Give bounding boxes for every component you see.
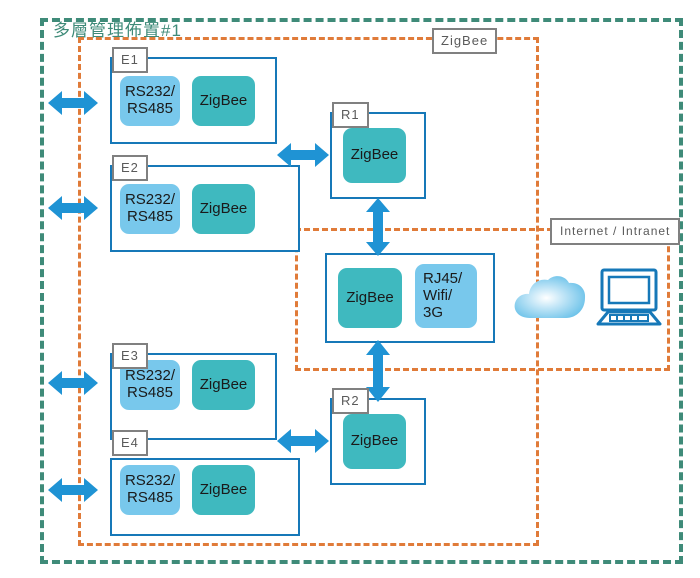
endpoint-e3-serial-module[interactable]: RS232/ RS485 (120, 360, 180, 410)
endpoint-e3-zigbee-module[interactable]: ZigBee (192, 360, 255, 410)
router-label-r1: R1 (332, 102, 369, 128)
endpoint-e2-serial-module[interactable]: RS232/ RS485 (120, 184, 180, 234)
endpoint-label-e4: E4 (112, 430, 148, 456)
gateway-zigbee-module[interactable]: ZigBee (338, 268, 402, 328)
module-line: ZigBee (350, 432, 399, 450)
connection-arrow-e3-r2 (277, 426, 329, 461)
internet-zone-boundary (295, 228, 670, 371)
zigbee-zone-label: ZigBee (432, 28, 498, 54)
internet-zone-label: Internet / Intranet (550, 218, 681, 245)
module-line: RJ45/ (423, 270, 463, 287)
connection-arrow-external-e3 (48, 368, 98, 403)
connection-arrow-external-e2 (48, 193, 98, 228)
module-line: ZigBee (346, 288, 394, 306)
module-line: RS485 (127, 489, 173, 506)
module-line: RS232/ (124, 83, 176, 101)
module-line: ZigBee (350, 146, 399, 164)
module-line: 3G (423, 303, 444, 321)
endpoint-label-e3: E3 (112, 343, 148, 369)
connection-arrow-external-e4 (48, 475, 98, 510)
diagram-title: 多層管理佈置#1 (53, 21, 182, 40)
module-line: ZigBee (199, 199, 248, 217)
endpoint-e1-serial-module[interactable]: RS232/ RS485 (120, 76, 180, 126)
router-r2-zigbee-module[interactable]: ZigBee (343, 414, 406, 469)
connection-arrow-external-e1 (48, 88, 98, 123)
outer-zone-boundary (40, 18, 683, 564)
endpoint-e4-zigbee-module[interactable]: ZigBee (192, 465, 255, 515)
module-line: RS485 (127, 208, 173, 225)
connection-arrow-r1-gateway (363, 198, 393, 261)
router-r1-zigbee-module[interactable]: ZigBee (343, 128, 406, 183)
cloud-icon (512, 272, 588, 331)
module-line: RS232/ (124, 367, 176, 385)
endpoint-e2-zigbee-module[interactable]: ZigBee (192, 184, 255, 234)
endpoint-label-e1: E1 (112, 47, 148, 73)
endpoint-e4-serial-module[interactable]: RS232/ RS485 (120, 465, 180, 515)
connection-arrow-gateway-r2 (363, 340, 393, 407)
module-line: ZigBee (199, 91, 248, 109)
module-line: RS232/ (124, 191, 176, 209)
module-line: RS232/ (124, 472, 176, 490)
endpoint-label-e2: E2 (112, 155, 148, 181)
gateway-wan-module[interactable]: RJ45/ Wifi/ 3G (415, 264, 477, 328)
module-line: RS485 (127, 384, 173, 401)
module-line: ZigBee (199, 375, 248, 393)
router-label-r2: R2 (332, 388, 369, 414)
endpoint-e1-zigbee-module[interactable]: ZigBee (192, 76, 255, 126)
connection-arrow-e2-r1 (277, 140, 329, 175)
module-line: RS485 (127, 100, 173, 117)
module-line: Wifi/ (423, 286, 453, 304)
laptop-icon (596, 268, 662, 333)
module-line: ZigBee (199, 480, 248, 498)
